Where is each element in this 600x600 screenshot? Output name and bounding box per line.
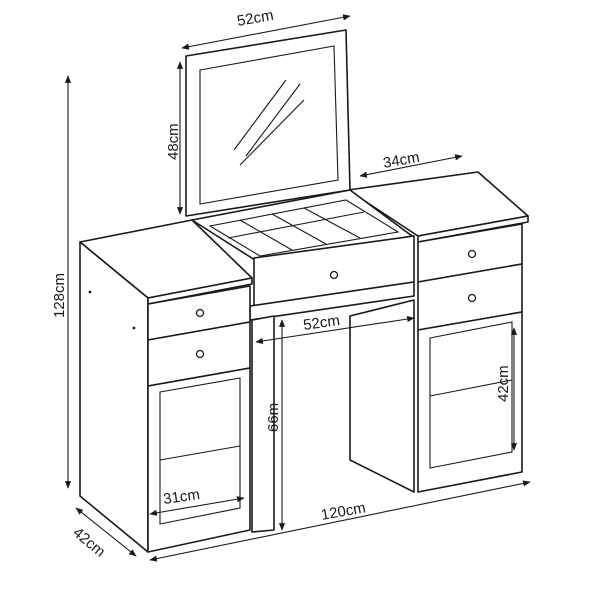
mirror-glare xyxy=(233,79,287,151)
organizer-divider xyxy=(303,207,361,239)
left-cabinet-top-edge xyxy=(147,277,253,305)
shelf-peg-hole xyxy=(88,290,92,294)
total-width-label: 120cm xyxy=(320,499,367,524)
total-height-label: 128cm xyxy=(51,273,68,318)
depth-line xyxy=(75,507,137,557)
right-cabinet-opening xyxy=(429,321,513,469)
mirror xyxy=(185,29,351,217)
center-section xyxy=(191,189,415,493)
left-cabinet xyxy=(79,219,253,553)
shelf-peg-hole xyxy=(132,326,136,330)
left-lower-drawer-knob xyxy=(195,349,205,359)
mirror-height-label: 48cm xyxy=(165,123,182,160)
mirror-glare xyxy=(245,83,301,157)
center-back-panel xyxy=(349,299,415,493)
right-cabinet-shelf xyxy=(429,379,513,397)
mirror-width-label: 52cm xyxy=(236,7,275,30)
side-top-width-label: 34cm xyxy=(382,149,421,172)
right-lower-drawer-knob xyxy=(467,293,477,303)
right-cabinet-top-edge xyxy=(417,215,529,243)
mirror-glass xyxy=(199,45,339,205)
organizer-tray xyxy=(208,199,400,257)
mirror-width-line xyxy=(181,14,351,50)
right-upper-drawer-knob xyxy=(467,249,477,259)
mirror-glare xyxy=(239,99,305,166)
right-cabinet xyxy=(347,171,529,493)
side-top-width-line xyxy=(359,154,463,178)
organizer-divider xyxy=(271,213,327,245)
left-cabinet-body xyxy=(147,367,251,553)
organizer-divider xyxy=(227,211,365,239)
center-width-label: 52cm xyxy=(302,312,341,334)
shelf-width-label: 31cm xyxy=(162,486,201,508)
right-cabinet-body xyxy=(417,311,523,493)
side-shelf-height-label: 42cm xyxy=(495,365,512,402)
knee-height-label: 66m xyxy=(265,403,282,432)
left-upper-drawer-knob xyxy=(195,308,205,318)
organizer-divider xyxy=(239,219,293,251)
total-width-line xyxy=(149,480,531,562)
center-drawer-knob xyxy=(329,270,339,280)
dimension-lines xyxy=(64,14,531,562)
left-cabinet-shelf xyxy=(159,445,241,461)
